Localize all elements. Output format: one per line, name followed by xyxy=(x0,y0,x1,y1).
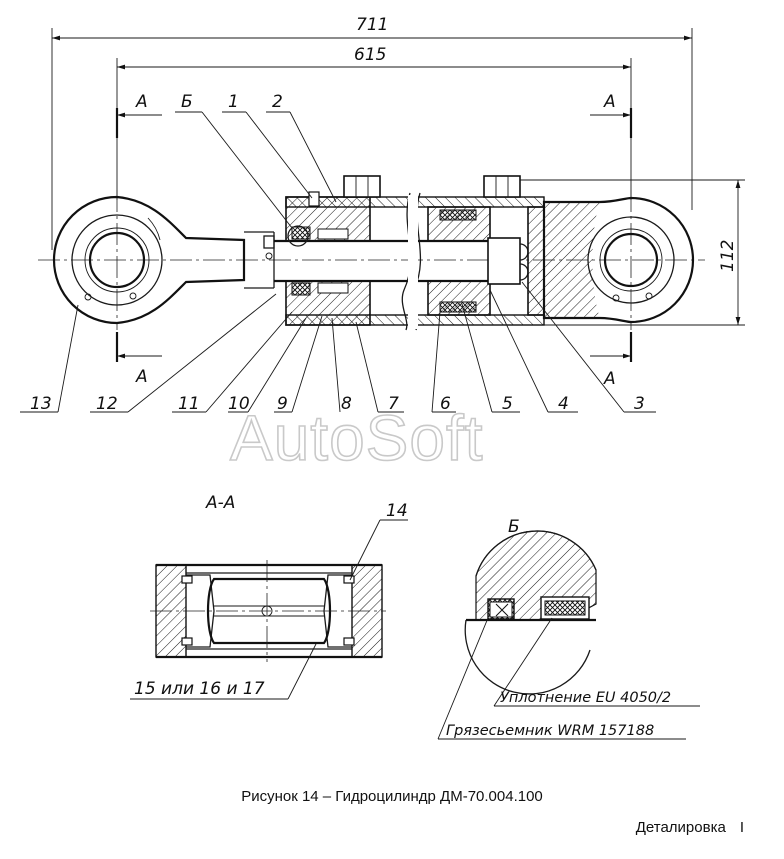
part-number-10: 10 xyxy=(228,394,250,414)
figure-caption: Рисунок 14 – Гидроцилиндр ДМ-70.004.100 xyxy=(241,788,543,805)
part-number-9: 9 xyxy=(277,394,288,414)
dimension-center-distance: 615 xyxy=(116,45,632,200)
bearing-options-label: 15 или 16 и 17 xyxy=(134,679,265,699)
dimension-615-label: 615 xyxy=(354,45,386,65)
leaders-top xyxy=(175,111,337,229)
part-number-11: 11 xyxy=(178,394,200,414)
part-number-12: 12 xyxy=(96,394,118,414)
wiper-label: Грязесьемник WRM 157188 xyxy=(446,723,654,739)
part-number-3: 3 xyxy=(634,394,645,414)
section-aa-title: А-А xyxy=(205,493,235,513)
part-number-4: 4 xyxy=(558,394,569,414)
detail-b: Б Уплотнение EU 4050/2 Грязесьемник WRM … xyxy=(437,517,700,740)
dimension-112-label: 112 xyxy=(718,240,738,272)
part-number-13: 13 xyxy=(30,394,52,414)
part-number-7: 7 xyxy=(388,394,399,414)
page-footer: Деталировка I xyxy=(636,819,744,836)
dimension-711-label: 711 xyxy=(356,15,388,35)
watermark: AutoSoft xyxy=(230,402,484,474)
clevis-eye-right xyxy=(542,196,695,324)
detail-mark-b: Б xyxy=(181,92,193,112)
piston-rod xyxy=(274,239,488,283)
leaders-bottom xyxy=(20,281,656,413)
dimension-overall-length: 711 xyxy=(51,15,693,250)
seal-label: Уплотнение EU 4050/2 xyxy=(500,690,671,706)
section-marker-left: А А xyxy=(115,92,162,387)
part-number-14: 14 xyxy=(386,501,408,521)
section-marker-right: А А xyxy=(590,92,633,389)
part-number-2: 2 xyxy=(272,92,283,112)
section-mark-a-bottom-right: А xyxy=(603,369,616,389)
section-a-a: А-А 14 15 или 16 и 17 xyxy=(130,493,408,700)
section-mark-a-bottom-left: А xyxy=(135,367,148,387)
section-mark-a-top-left: А xyxy=(135,92,148,112)
part-number-1: 1 xyxy=(228,92,239,112)
cylinder-barrel xyxy=(285,175,545,331)
part-number-8: 8 xyxy=(341,394,352,414)
rod-eye-left xyxy=(52,195,275,325)
part-number-5: 5 xyxy=(502,394,513,414)
footer-mark: I xyxy=(739,819,744,836)
dimension-height: 112 xyxy=(520,179,745,326)
detail-b-title: Б xyxy=(508,517,520,537)
footer-section: Деталировка xyxy=(635,819,726,836)
section-mark-a-top-right: А xyxy=(603,92,616,112)
part-number-6: 6 xyxy=(440,394,451,414)
